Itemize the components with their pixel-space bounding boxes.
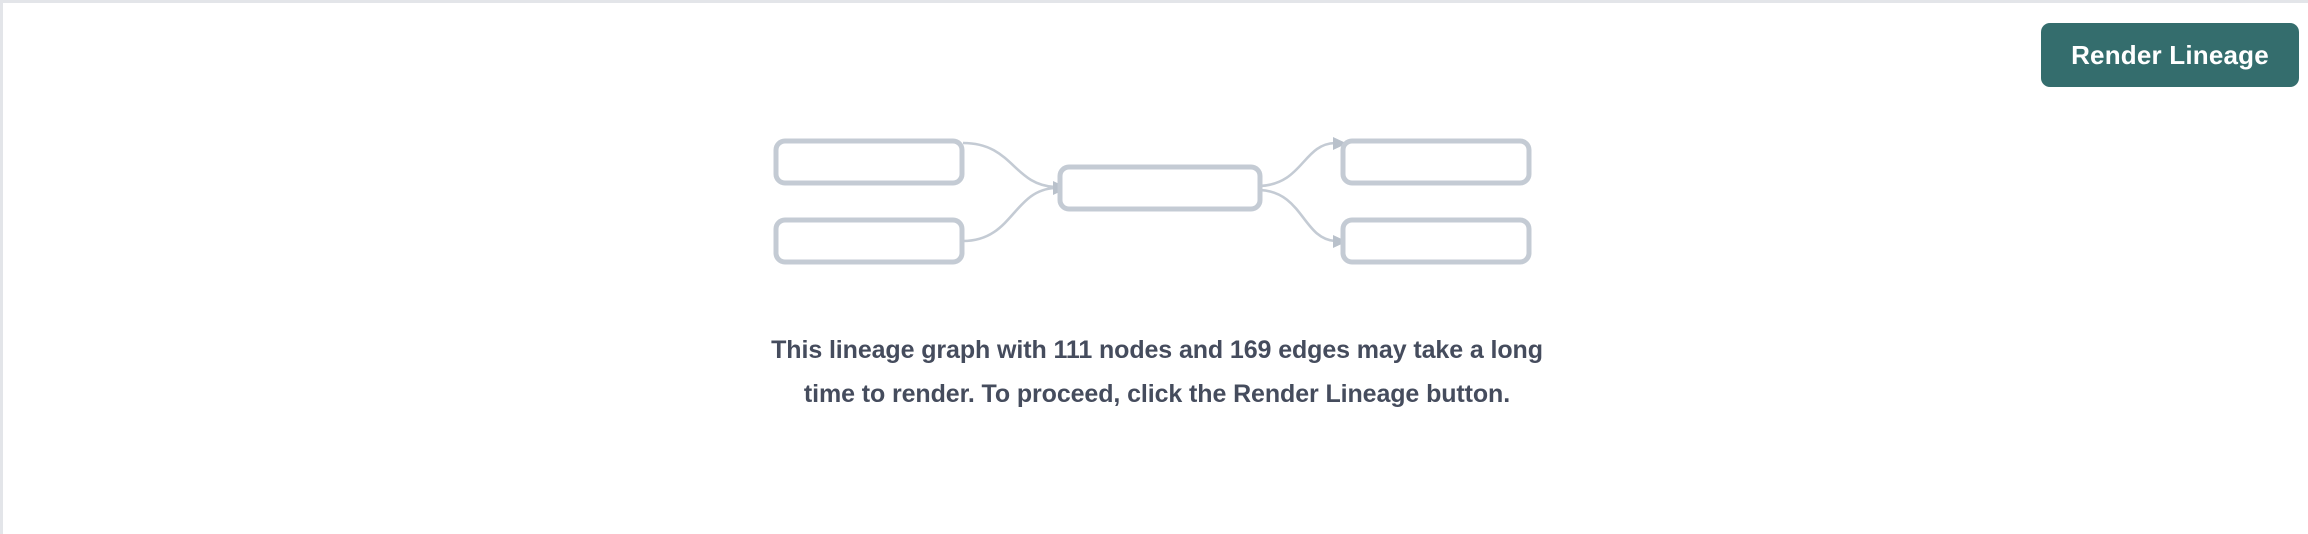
edge-left-top-to-center — [962, 141, 1056, 189]
placeholder-node-left-top — [773, 138, 965, 186]
edge-arrowhead-right-top — [1333, 137, 1347, 150]
edge-arrowhead-center-in-bottom — [1053, 182, 1067, 195]
render-lineage-button[interactable]: Render Lineage — [2041, 23, 2299, 87]
edge-arrowhead-right-bottom — [1333, 235, 1347, 248]
edge-center-to-right-top — [1259, 141, 1336, 188]
placeholder-node-right-top — [1340, 138, 1532, 186]
placeholder-node-right-bottom — [1340, 217, 1532, 265]
lineage-graph-placeholder — [3, 3, 2308, 534]
placeholder-node-center — [1057, 164, 1263, 212]
edge-left-bottom-to-center — [962, 186, 1056, 243]
placeholder-graph-svg — [773, 137, 1532, 265]
edge-center-to-right-bottom — [1259, 188, 1336, 243]
lineage-warning-message: This lineage graph with 111 nodes and 16… — [771, 336, 1543, 408]
placeholder-node-left-bottom — [773, 217, 965, 265]
edge-arrowhead-center-in-top — [1053, 181, 1067, 194]
